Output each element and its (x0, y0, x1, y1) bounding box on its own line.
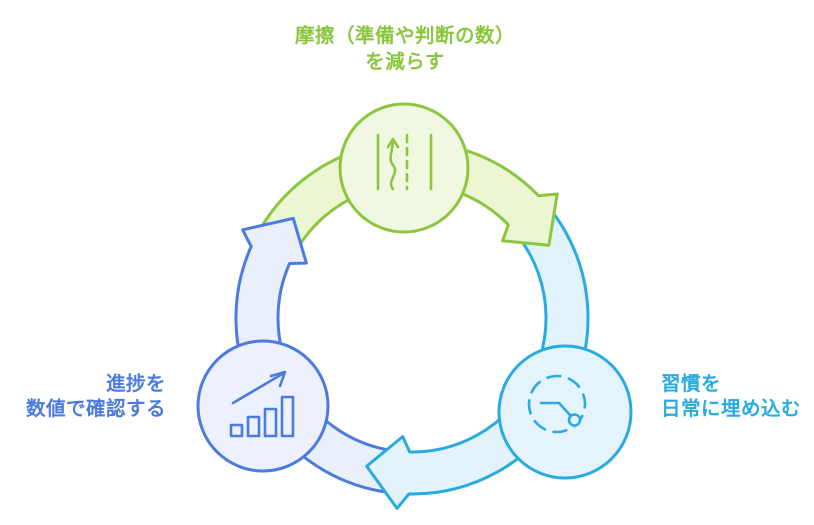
label-check-progress-line1: 進捗を (106, 372, 166, 395)
node-check-progress (196, 339, 330, 473)
node-circle-right (497, 344, 633, 480)
node-circle-left (196, 339, 330, 473)
road-route-icon (376, 133, 433, 191)
node-embed-habit (497, 344, 633, 480)
label-embed-habit-line2: 日常に埋め込む (661, 397, 801, 420)
bar-chart-growth-icon (229, 370, 295, 438)
label-reduce-friction-line2: を減らす (365, 50, 445, 73)
node-labels: 摩擦（準備や判断の数） を減らす 習慣を 日常に埋め込む 進捗を 数値で確認する (26, 24, 801, 420)
node-circle-top (338, 102, 470, 234)
label-embed-habit-line1: 習慣を (661, 372, 721, 395)
node-reduce-friction (338, 102, 470, 234)
label-reduce-friction-line1: 摩擦（準備や判断の数） (295, 24, 515, 47)
label-check-progress-line2: 数値で確認する (26, 397, 166, 420)
clock-icon (527, 374, 587, 434)
